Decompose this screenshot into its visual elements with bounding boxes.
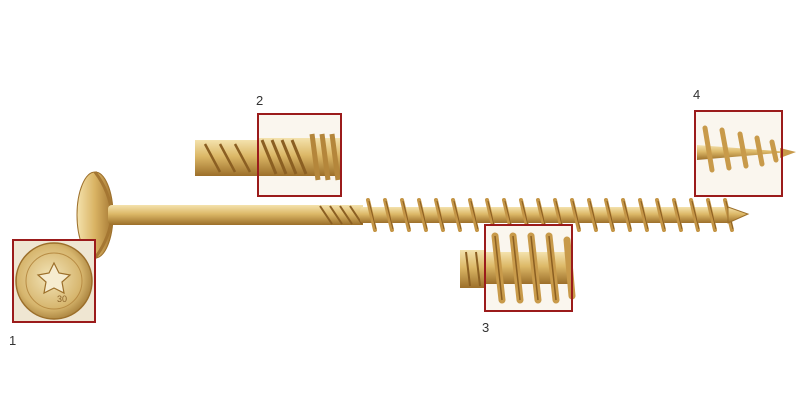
screw-shank (108, 205, 730, 225)
thread-flight (655, 198, 666, 232)
thread-flight (638, 198, 649, 232)
thread-shadow (385, 200, 394, 230)
thread-shadow (623, 200, 632, 230)
detail-thread-image (460, 224, 576, 312)
thread-shadow (657, 200, 666, 230)
callout-label-4: 4 (693, 87, 701, 102)
thread-shadow (708, 200, 717, 230)
detail-tip-image (694, 110, 796, 197)
thread-flight (383, 198, 394, 232)
callout-label-1: 1 (9, 333, 17, 348)
thread-flight (366, 198, 377, 232)
thread-shadow (368, 200, 377, 230)
detail-shank-image (195, 113, 342, 197)
thread-shadow (453, 200, 462, 230)
thread-flight (587, 198, 598, 232)
callout-label-2: 2 (256, 93, 264, 108)
screw-tip (727, 206, 750, 224)
callout-label-3: 3 (482, 320, 490, 335)
thread-shadow (470, 200, 479, 230)
thread-flight (468, 198, 479, 232)
thread-shadow (589, 200, 598, 230)
thread-shadow (674, 200, 683, 230)
detail-head-image: 30 (12, 239, 96, 323)
thread-shadow (436, 200, 445, 230)
thread-flight (434, 198, 445, 232)
thread-flight (417, 198, 428, 232)
thread-flight (451, 198, 462, 232)
thread-flight (672, 198, 683, 232)
thread-flight (706, 198, 717, 232)
thread-shadow (402, 200, 411, 230)
thread-flight (621, 198, 632, 232)
thread-shadow (419, 200, 428, 230)
head-marking: 30 (57, 294, 67, 304)
thread-shadow (572, 200, 581, 230)
thread-shadow (606, 200, 615, 230)
thread-flight (689, 198, 700, 232)
screw-threads (366, 198, 734, 232)
thread-flight (604, 198, 615, 232)
thread-flight (400, 198, 411, 232)
thread-shadow (691, 200, 700, 230)
thread-flight (570, 198, 581, 232)
thread-shadow (640, 200, 649, 230)
